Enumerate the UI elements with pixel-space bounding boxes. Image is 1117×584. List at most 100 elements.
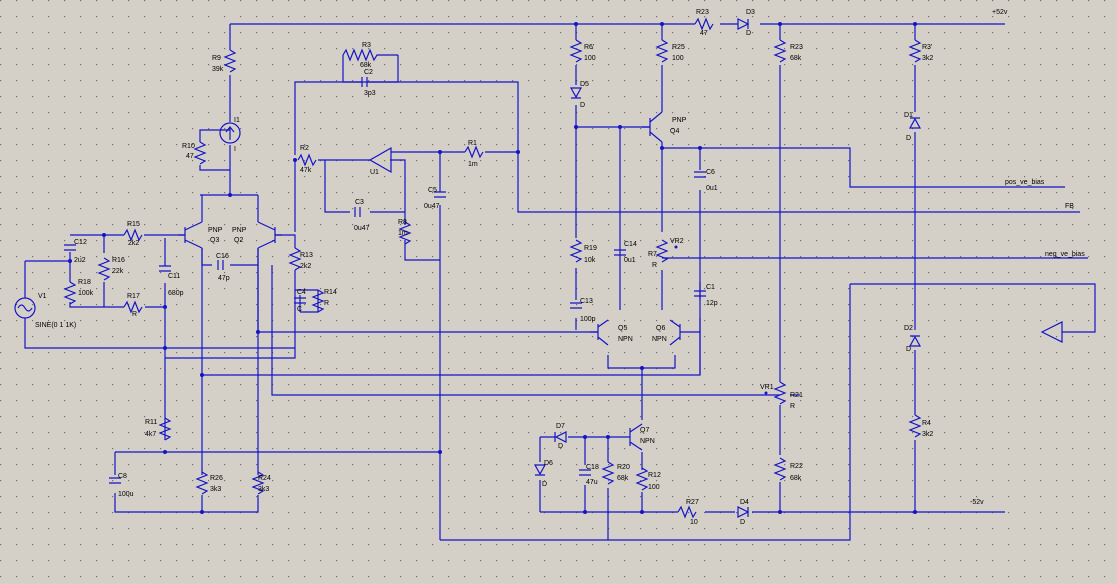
label-d4: D4 (740, 499, 749, 506)
value-c5: 0u47 (424, 203, 440, 210)
value-c3: 0u47 (354, 225, 370, 232)
type-q6: NPN (652, 336, 667, 343)
label-i1: I1 (234, 117, 240, 124)
label-c11: C11 (168, 273, 180, 280)
value-c16: 47p (218, 275, 230, 282)
value-c11: 680p (168, 290, 184, 297)
label-r10: R10 (182, 143, 195, 150)
label-r2: R2 (300, 145, 309, 152)
value-c1: 12p (706, 300, 718, 307)
value-r17: R (132, 311, 137, 318)
type-q3: PNP (208, 227, 223, 234)
value-c8: 100u (118, 491, 134, 498)
value-i1: I (234, 146, 236, 153)
label-c16: C16 (216, 253, 229, 260)
value-r4: 3k2 (922, 431, 933, 438)
value-r7: R (652, 262, 657, 269)
value-r14: R (324, 300, 329, 307)
label-q4: Q4 (670, 128, 679, 135)
label-v1: V1 (38, 293, 47, 300)
value-c18: 47u (586, 479, 598, 486)
label-r15: R15 (127, 221, 140, 228)
label-c5: C5 (428, 187, 437, 194)
value-r22: 68k (790, 475, 802, 482)
label-c13: C13 (580, 298, 593, 305)
value-r16: 22k (112, 268, 124, 275)
label-d6: D6 (544, 460, 553, 467)
label-r13: R13 (300, 252, 313, 259)
label-r1: R1 (468, 140, 477, 147)
label-r16: R16 (112, 257, 125, 264)
type-q5: NPN (618, 336, 633, 343)
value-r9: 39k (212, 66, 224, 73)
value-r27: 10 (690, 519, 698, 526)
label-r19: R19 (584, 245, 597, 252)
value-r8: 1m (398, 230, 408, 237)
label-c6: C6 (706, 169, 715, 176)
diode-symbols (533, 18, 922, 518)
label-u1: U1 (370, 169, 379, 176)
value-d7: D (558, 443, 563, 450)
net-neg-bias: neg_ve_bias (1045, 251, 1085, 258)
label-r26: R26 (210, 475, 223, 482)
label-q3: Q3 (210, 237, 219, 244)
value-r21: R (790, 403, 795, 410)
value-r18: 100k (78, 290, 94, 297)
value-d1: D (906, 135, 911, 142)
label-c12: C12 (74, 239, 87, 246)
value-c12: 2u2 (74, 257, 86, 264)
value-r24: 3k3 (258, 486, 269, 493)
value-r2: 47k (300, 167, 312, 174)
label-d5: D5 (580, 81, 589, 88)
wires (24, 23, 1096, 541)
value-d4: D (740, 519, 745, 526)
resistor-symbols (63, 17, 922, 519)
label-r24: R24 (258, 475, 271, 482)
value-v1: SINE(0 1 1K) (35, 322, 76, 329)
label-r14: R14 (324, 289, 337, 296)
capacitor-symbols (64, 77, 706, 484)
value-c13: 100p (580, 316, 596, 323)
value-r20: 68k (617, 475, 629, 482)
label-d3: D3 (746, 9, 755, 16)
value-c14: 0u1 (624, 257, 636, 264)
label-r18: R18 (78, 279, 91, 286)
label-c4: C4 (297, 289, 306, 296)
value-r1: 1m (468, 161, 478, 168)
value-r23a: 47 (700, 30, 708, 37)
other-symbols (14, 122, 1063, 395)
value-c2: 3p3 (364, 90, 376, 97)
type-q7: NPN (640, 438, 655, 445)
label-q2: Q2 (234, 237, 243, 244)
label-r11: R11 (145, 419, 157, 426)
label-c18: C18 (586, 464, 599, 471)
label-r3: R3 (362, 42, 371, 49)
value-r13: 2k2 (300, 263, 311, 270)
label-r8: R8 (398, 219, 407, 226)
label-r12: R12 (648, 472, 661, 479)
label-r3b: R3' (922, 44, 932, 51)
label-q6: Q6 (656, 325, 665, 332)
labels: +52v -52v pos_ve_bias FB neg_ve_bias R9 … (35, 9, 1085, 526)
label-c1: C1 (706, 284, 715, 291)
label-r20: R20 (617, 464, 630, 471)
junctions (68, 22, 917, 514)
label-r22: R22 (790, 463, 803, 470)
value-r10: 47 (186, 153, 194, 160)
value-c6: 0u1 (706, 185, 718, 192)
label-d1: D1 (904, 112, 913, 119)
type-q2: PNP (232, 227, 247, 234)
label-r23a: R23 (696, 9, 709, 16)
value-r3b: 3k2 (922, 55, 933, 62)
label-r9: R9 (212, 55, 221, 62)
value-d5: D (580, 102, 585, 109)
rail-pos-label: +52v (992, 9, 1008, 16)
net-fb: FB (1065, 203, 1074, 210)
label-r27: R27 (686, 499, 699, 506)
label-c2: C2 (364, 69, 373, 76)
label-r21: R21 (790, 392, 803, 399)
value-r15: 2k2 (128, 240, 139, 247)
value-r19: 10k (584, 257, 596, 264)
